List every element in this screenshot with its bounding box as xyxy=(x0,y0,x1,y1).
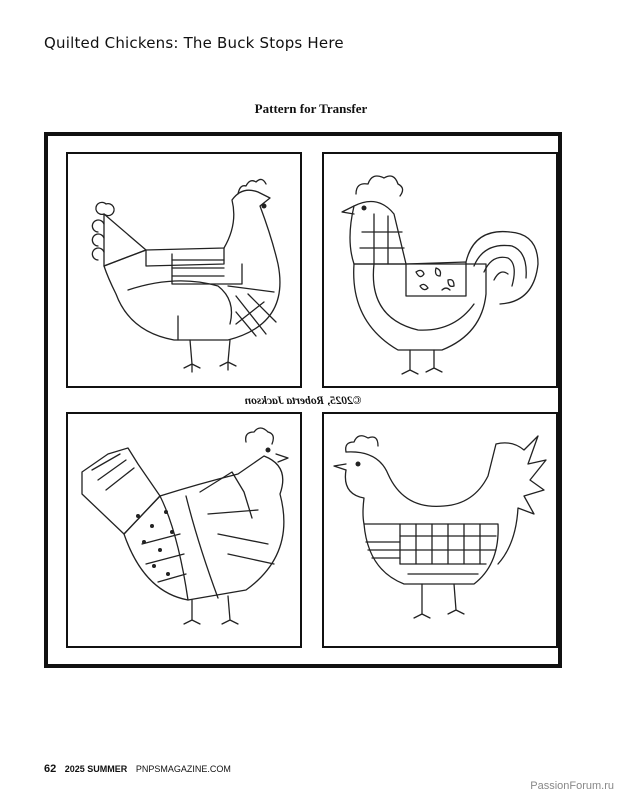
panel-hen-quilted xyxy=(66,152,302,388)
panel-rooster-grid xyxy=(322,412,558,648)
copyright-mirrored: ©2025, Roberta Jackson xyxy=(244,395,362,407)
watermark-text: PassionForum.ru xyxy=(530,780,614,792)
page-footer: 62 2025 SUMMER PNPSMAGAZINE.COM xyxy=(44,763,231,775)
page-title: Quilted Chickens: The Buck Stops Here xyxy=(44,34,344,52)
page-number: 62 xyxy=(44,763,57,775)
pattern-frame: ©2025, Roberta Jackson xyxy=(44,132,562,668)
hen-quilted-icon xyxy=(91,178,281,373)
issue-season: 2025 SUMMER xyxy=(64,764,128,774)
rooster-grid-icon xyxy=(333,435,547,619)
panel-hen-dotted xyxy=(66,412,302,648)
pattern-subtitle: Pattern for Transfer xyxy=(254,101,368,116)
panel-rooster-quilted xyxy=(322,152,558,388)
site-url: PNPSMAGAZINE.COM xyxy=(135,764,231,774)
rooster-quilted-icon xyxy=(341,175,539,375)
hen-dotted-icon xyxy=(81,427,289,625)
